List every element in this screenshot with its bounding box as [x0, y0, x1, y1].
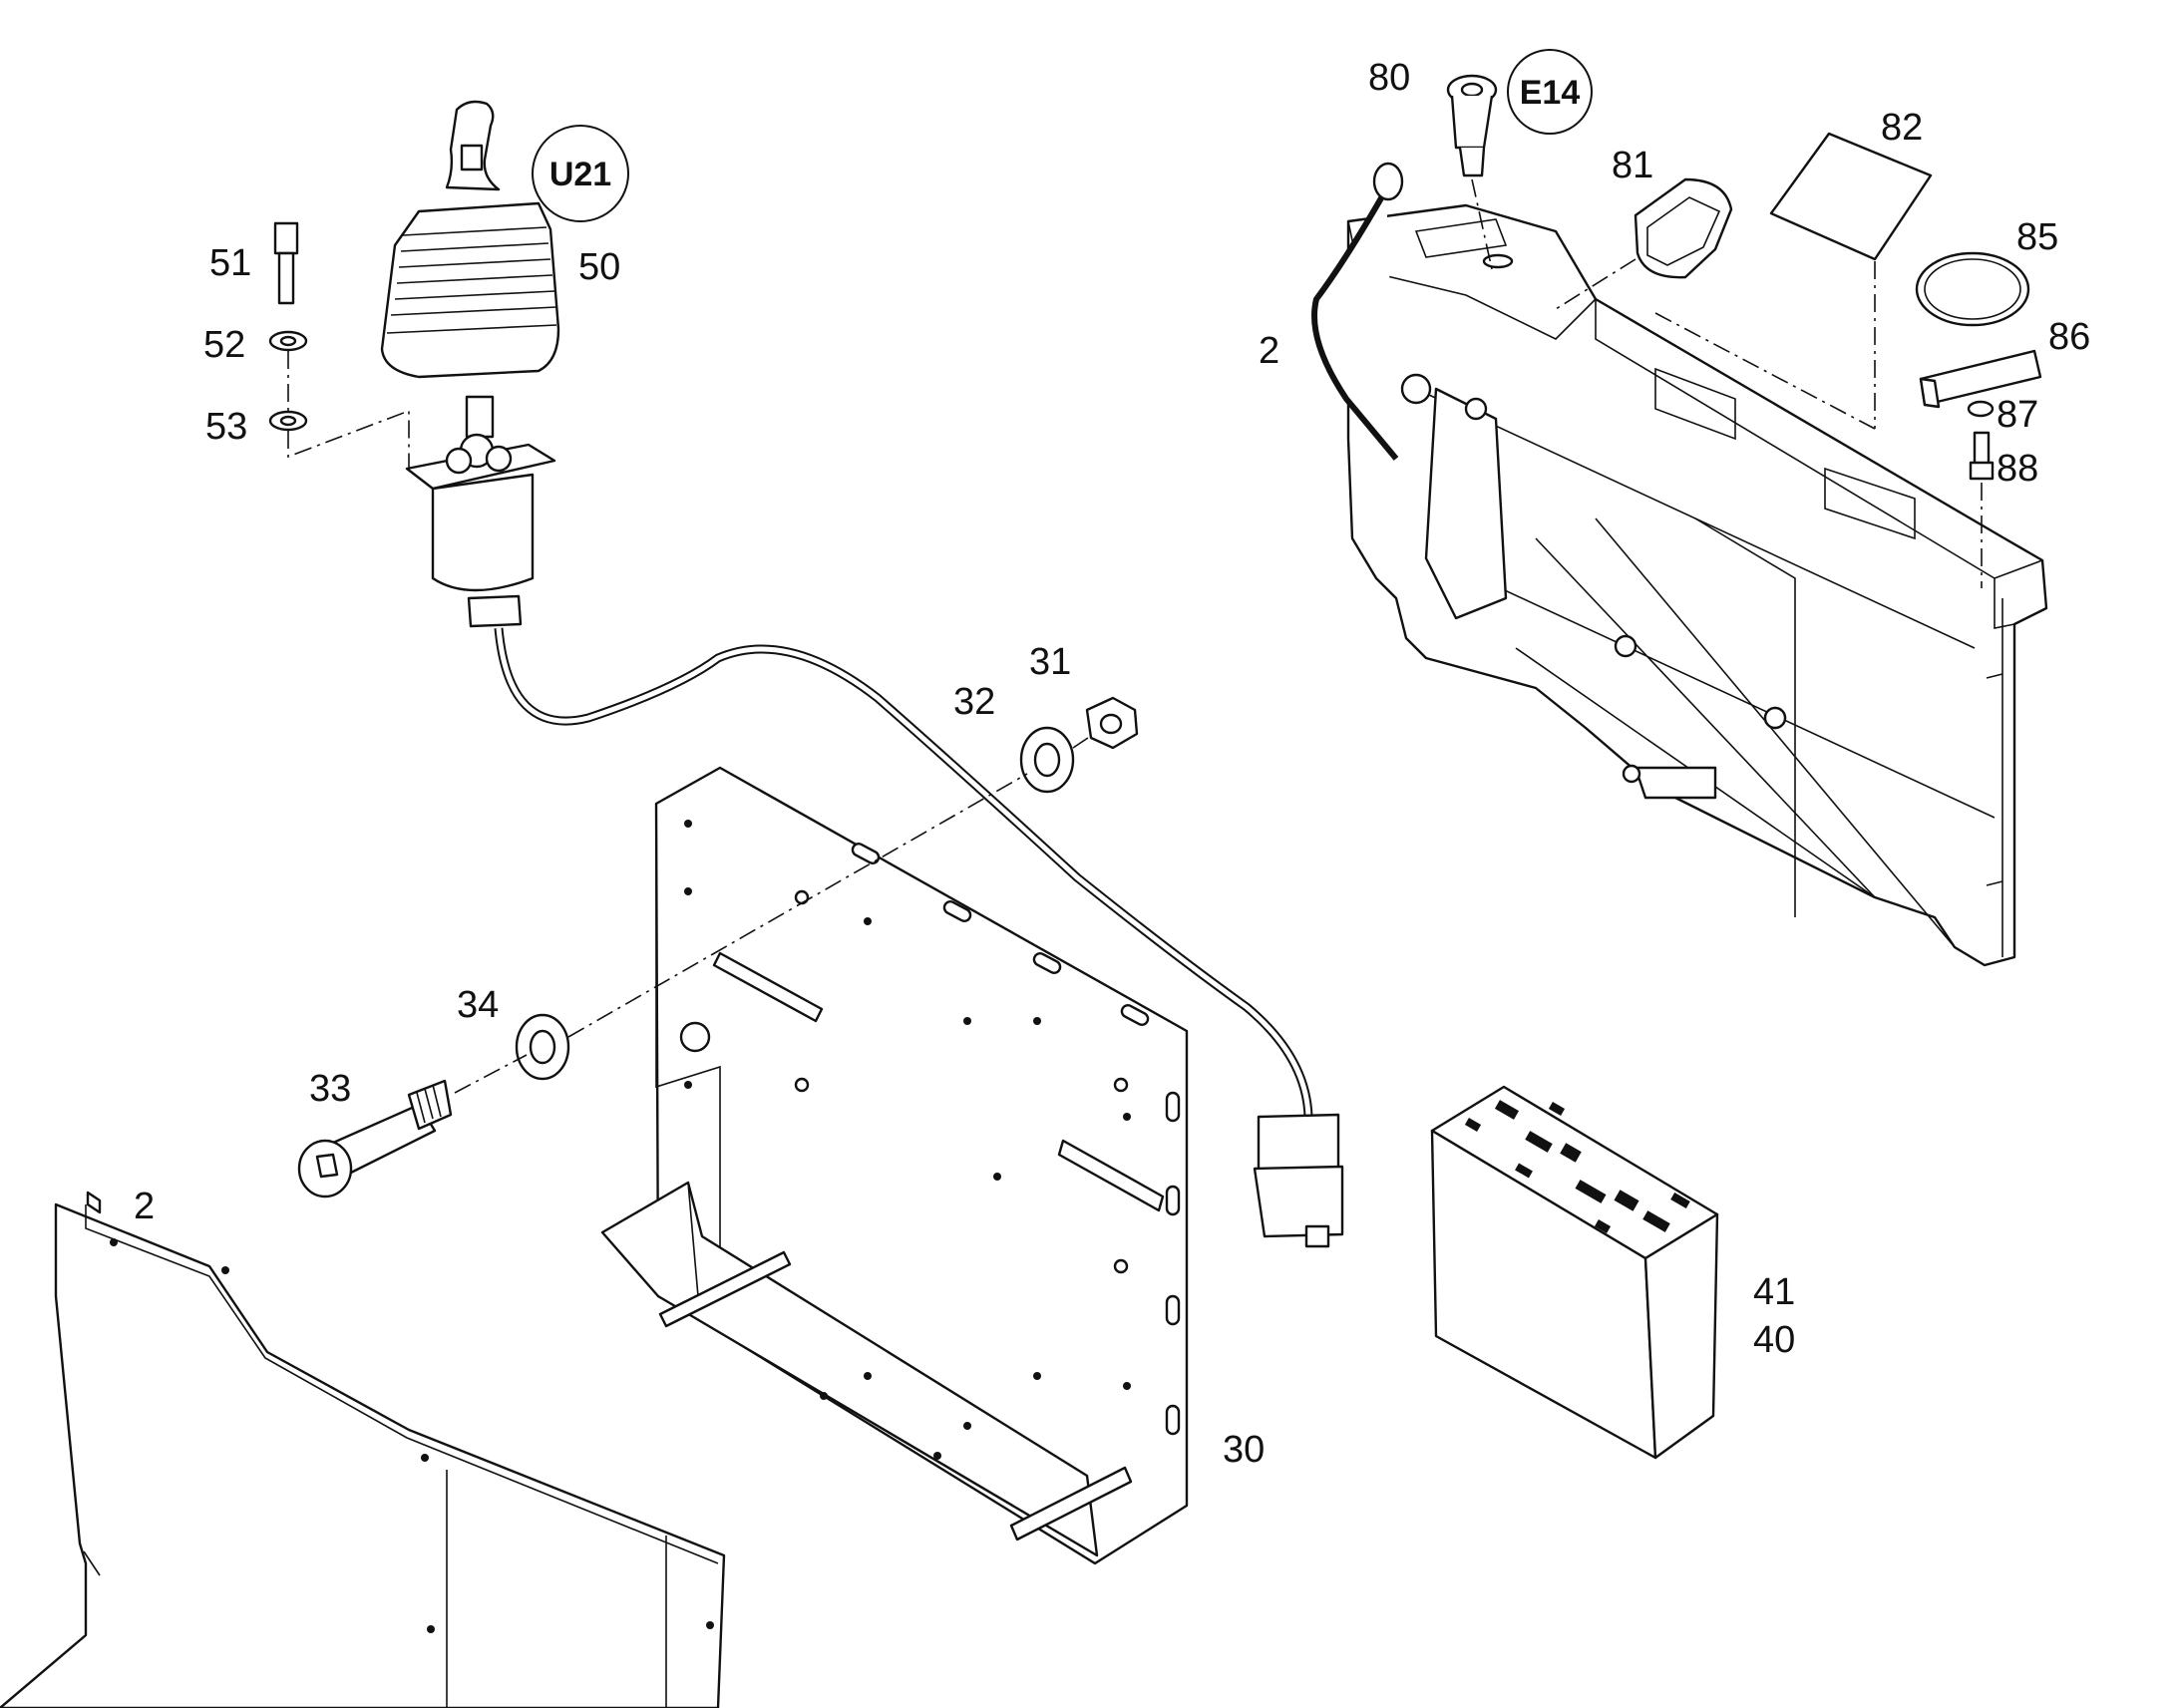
- screw-and-washers: [268, 221, 410, 469]
- callout-88: 88: [1997, 448, 2038, 490]
- callout-51: 51: [209, 242, 251, 284]
- callout-31: 31: [1029, 641, 1071, 683]
- u21-label: U21: [549, 156, 611, 193]
- callout-52: 52: [203, 324, 245, 366]
- callout-2-bottom: 2: [134, 1186, 155, 1227]
- ring-85: [1915, 251, 2030, 327]
- circled-label-u21: U21: [532, 125, 629, 222]
- screw-51: [273, 221, 299, 255]
- callout-80: 80: [1368, 57, 1410, 99]
- callout-32: 32: [953, 681, 995, 723]
- callout-87: 87: [1997, 394, 2038, 436]
- module-side: [1643, 1212, 1719, 1460]
- side-cover-panel: [0, 1202, 726, 1708]
- callout-34: 34: [457, 984, 499, 1026]
- callout-2-top: 2: [1259, 330, 1279, 372]
- joystick-bellows: [380, 201, 560, 379]
- callout-33: 33: [309, 1068, 351, 1110]
- control-module-40: [1430, 1085, 1719, 1460]
- joystick-shaft: [465, 395, 495, 439]
- callout-labels: 80 81 82 85 86 87 88 2 51 52 53 50 31 32…: [134, 57, 2090, 1471]
- fasteners-31-34: [297, 696, 1139, 1198]
- callout-82: 82: [1881, 107, 1923, 149]
- label-82: [1654, 132, 1933, 430]
- callout-86: 86: [2048, 316, 2090, 358]
- side-cover: [0, 1191, 726, 1708]
- cover-81: [1555, 177, 1733, 310]
- callout-50: 50: [578, 246, 620, 288]
- callout-40: 40: [1753, 1319, 1795, 1361]
- console-main-body: [1346, 203, 2048, 967]
- callout-81: 81: [1612, 145, 1653, 186]
- mounting-plate-30: [600, 766, 1189, 1565]
- callout-30: 30: [1223, 1429, 1265, 1471]
- console-frame: [1311, 162, 2048, 967]
- joystick-assembly: [380, 100, 1344, 1248]
- circled-label-e14: E14: [1507, 49, 1593, 135]
- lamp-80: [1446, 74, 1498, 270]
- joystick-body: [431, 473, 535, 592]
- callout-41: 41: [1753, 1271, 1795, 1313]
- callout-53: 53: [205, 406, 247, 448]
- e14-label: E14: [1520, 74, 1581, 112]
- washer-87: [1967, 400, 1995, 418]
- bracket-86: [1919, 349, 2042, 409]
- screw-88: [1969, 431, 1995, 588]
- callout-85: 85: [2016, 216, 2058, 258]
- joystick-button: [460, 144, 484, 171]
